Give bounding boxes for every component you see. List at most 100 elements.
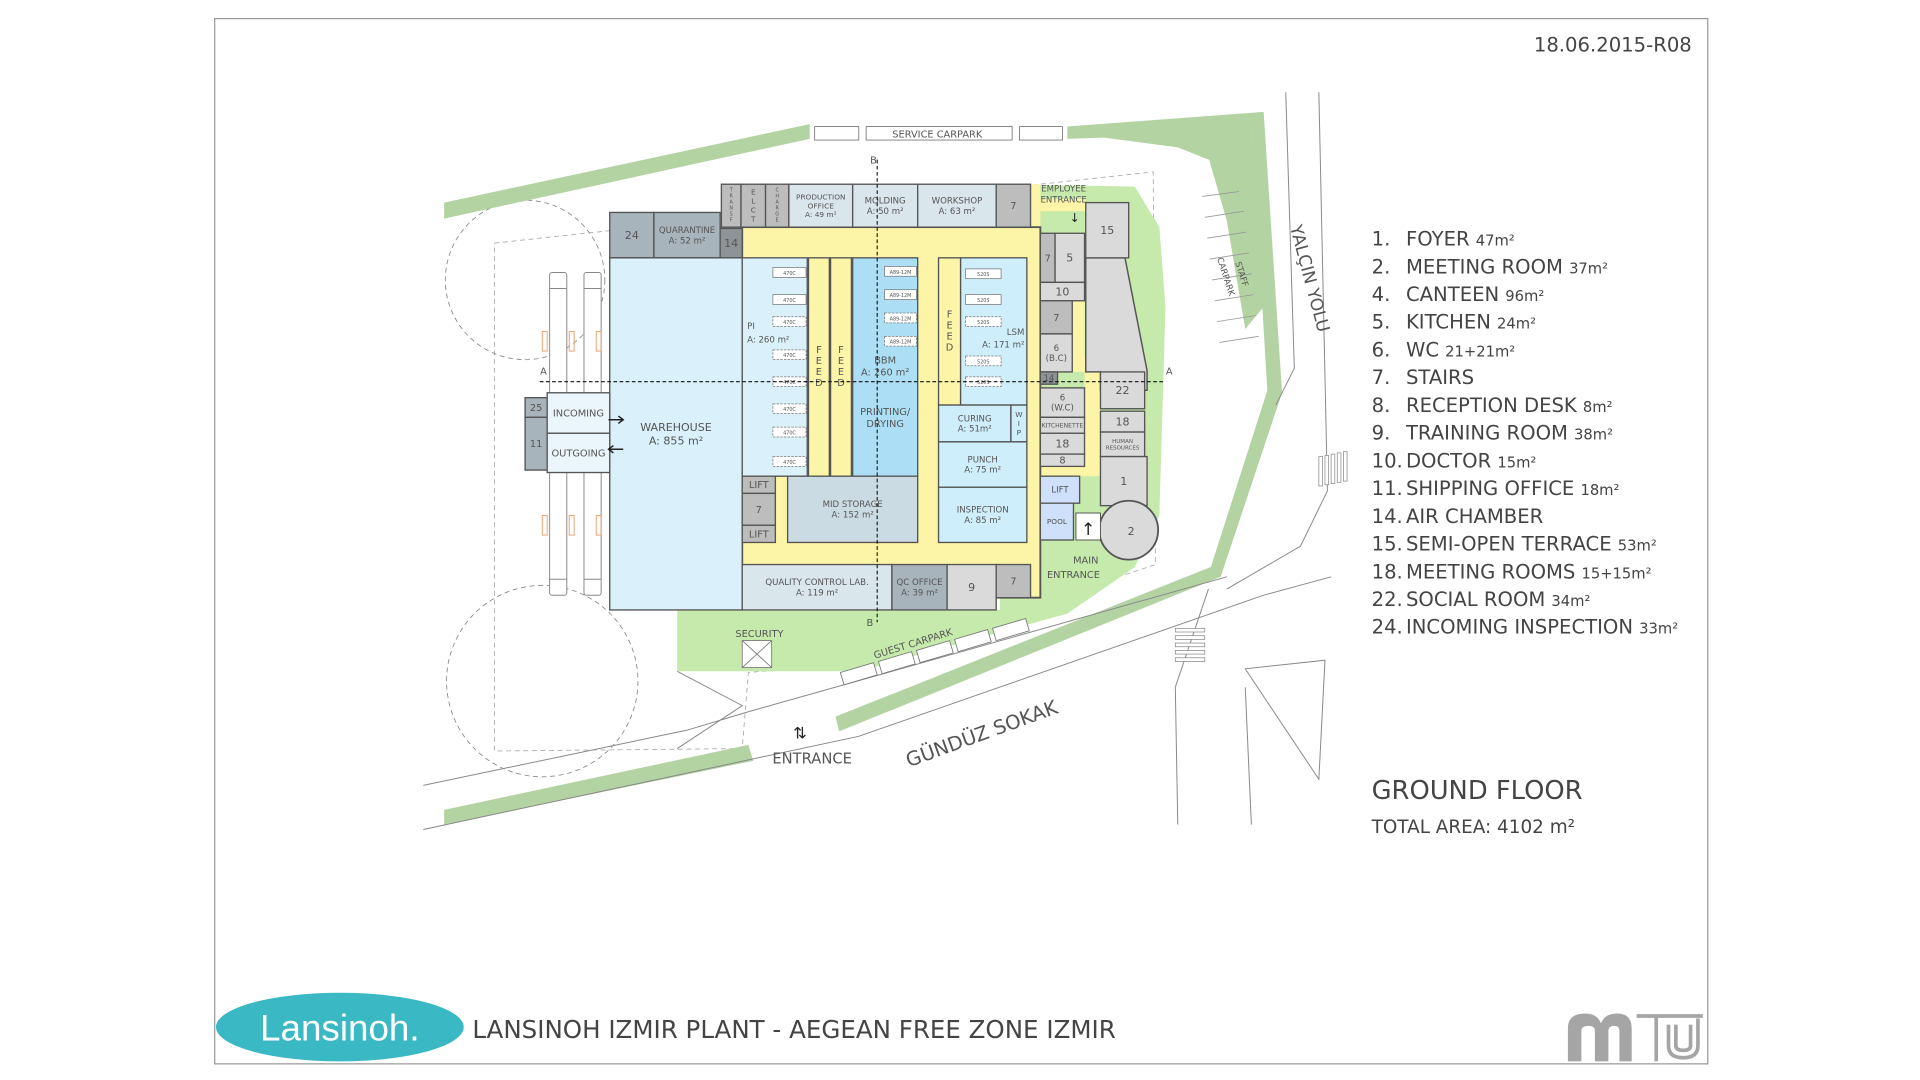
room-label: CHARGE xyxy=(774,188,780,224)
room-shipping-office: 11 xyxy=(524,416,548,471)
circulation-area xyxy=(1084,355,1101,473)
room-stairs-r2: 7 xyxy=(1039,300,1073,335)
room-feed-3: FEED xyxy=(937,257,962,406)
room-lift-1: LIFT xyxy=(741,475,777,495)
machine-pi: 470C xyxy=(772,426,807,438)
room-label: POOL xyxy=(1047,517,1068,526)
parking-bay xyxy=(865,126,1013,141)
room-label: 24 xyxy=(625,229,639,242)
room-label: PRODUCTION xyxy=(796,192,846,201)
circulation-area xyxy=(1030,184,1041,228)
machine-label: A89-12M xyxy=(890,340,912,346)
room-outline xyxy=(1039,502,1075,541)
circulation-area xyxy=(1072,300,1085,372)
legend-room-area: 21+21m² xyxy=(1445,343,1515,360)
room-elct: ELCT xyxy=(740,183,767,228)
lansinoh-logo-text: Lansinoh. xyxy=(260,1008,420,1049)
room-label: A: 52 m² xyxy=(669,236,706,246)
room-label: 14 xyxy=(724,237,738,250)
machine-label: 520S xyxy=(977,320,989,326)
room-doctor: 10 xyxy=(1039,281,1086,302)
room-outline xyxy=(741,257,808,477)
legend-number: 14. xyxy=(1372,505,1403,528)
green-strip xyxy=(1208,125,1264,329)
parking-bay xyxy=(814,126,860,141)
employee-entrance-arrow-icon: ↓ xyxy=(1070,211,1080,225)
room-outline xyxy=(995,563,1032,599)
room-stairs-r1: 7 xyxy=(1039,232,1056,284)
legend-number: 1. xyxy=(1372,228,1391,251)
room-label: 25 xyxy=(530,403,542,414)
room-label: FEED xyxy=(835,345,846,389)
room-outline xyxy=(995,183,1032,228)
room-label: A: 63 m² xyxy=(939,207,976,217)
circulation-area xyxy=(1040,198,1086,212)
room-meeting-18a: 18 xyxy=(1039,432,1086,455)
entrance-arrows-icon: ⇅ xyxy=(793,724,806,743)
machine-label: 470C xyxy=(783,460,796,466)
machine-pi: 470C xyxy=(772,294,807,305)
legend-number: 18. xyxy=(1372,560,1403,583)
room-label: WORKSHOP xyxy=(932,197,983,207)
room-label: FEED xyxy=(813,345,824,389)
legend-room-name: MEETING ROOMS xyxy=(1406,560,1575,583)
machine-label: A89-12M xyxy=(890,316,912,322)
room-label: OFFICE xyxy=(808,201,835,210)
room-outline xyxy=(786,475,919,544)
legend-number: 4. xyxy=(1372,283,1391,306)
legend-room-name: INCOMING INSPECTION xyxy=(1406,616,1633,639)
guest-carpark-bays xyxy=(839,617,1030,686)
room-label: INCOMING xyxy=(553,408,604,419)
machine-label: A89-12M xyxy=(890,270,912,276)
legend-number: 15. xyxy=(1372,533,1403,556)
room-label: OUTGOING xyxy=(551,448,605,459)
room-incoming-25: 25 xyxy=(524,397,548,418)
road-edges xyxy=(423,92,1332,831)
room-outgoing: OUTGOING xyxy=(546,432,611,474)
turning-circle xyxy=(444,199,606,361)
legend-number: 11. xyxy=(1372,477,1403,500)
machine-label: 520S xyxy=(977,272,989,278)
room-label: A: 119 m² xyxy=(796,588,838,598)
room-label: KITCHENETTE xyxy=(1042,422,1084,429)
room-outline xyxy=(546,392,611,434)
machine-bbm: A89-12M xyxy=(884,289,917,300)
room-incoming: INCOMING xyxy=(546,392,611,434)
room-outline xyxy=(851,183,919,228)
legend-item: 7.STAIRS xyxy=(1372,366,1475,389)
room-label: QUARANTINE xyxy=(659,226,715,236)
machine-label: 520S xyxy=(977,359,989,365)
machine-pi: 470C xyxy=(772,349,807,361)
room-kitchenette: KITCHENETTE xyxy=(1039,416,1086,434)
machine-label: A89-12M xyxy=(890,293,912,299)
room-label: 10 xyxy=(1055,285,1069,298)
room-label: 7 xyxy=(1010,577,1016,588)
legend-number: 6. xyxy=(1372,338,1391,361)
room-label: QUALITY CONTROL LAB. xyxy=(765,578,869,588)
legend-room-name: SHIPPING OFFICE xyxy=(1406,477,1574,500)
room-outline xyxy=(1085,201,1130,259)
room-stairs-top: 7 xyxy=(995,183,1032,228)
section-b-marker: B xyxy=(866,618,873,629)
legend-room-area: 24m² xyxy=(1497,316,1536,333)
room-pool: POOL xyxy=(1039,502,1075,541)
legend-number: 22. xyxy=(1372,588,1403,611)
room-kitchen: 5 xyxy=(1054,232,1086,284)
room-label: WAREHOUSE xyxy=(640,421,712,434)
legend-room-name: KITCHEN xyxy=(1406,311,1491,334)
room-label: 8 xyxy=(1059,456,1065,467)
room-outline xyxy=(546,432,611,474)
room-label: CURING xyxy=(958,414,992,424)
machine-label: 470C xyxy=(783,353,796,359)
machine-lsm: 520S xyxy=(965,355,1002,367)
